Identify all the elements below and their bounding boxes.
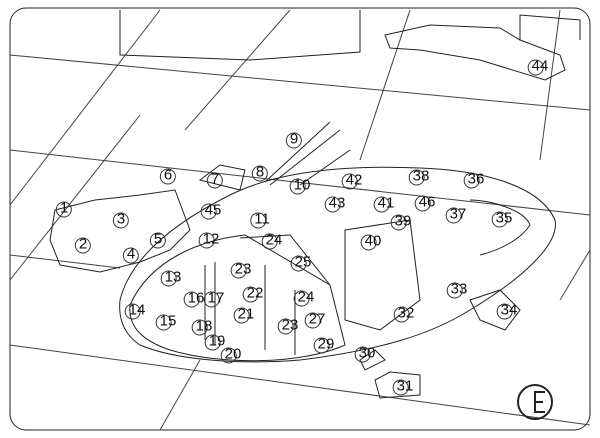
logo-letter: [534, 391, 545, 413]
frame-border: [9, 7, 591, 431]
rotor-antenna: [264, 121, 351, 186]
callout-41: 41: [373, 194, 395, 213]
callout-32: 32: [393, 304, 415, 323]
tail-section: [384, 24, 566, 81]
callout-8: 8: [251, 163, 269, 182]
callout-14: 14: [124, 301, 146, 320]
callout-34: 34: [496, 301, 518, 320]
callout-17: 17: [203, 289, 225, 308]
callout-16: 16: [183, 289, 205, 308]
callout-24-lower: 24: [293, 288, 315, 307]
callout-42: 42: [341, 171, 363, 190]
callout-35: 35: [491, 209, 513, 228]
callout-18: 18: [191, 317, 213, 336]
callout-31: 31: [392, 377, 414, 396]
callout-24: 24: [261, 231, 283, 250]
callout-23-lower: 23: [277, 316, 299, 335]
floor-grid: [9, 9, 591, 431]
callout-2: 2: [74, 235, 92, 254]
callout-13: 13: [160, 268, 182, 287]
callout-33: 33: [446, 280, 468, 299]
callout-29: 29: [313, 335, 335, 354]
callout-21: 21: [233, 305, 255, 324]
callout-40: 40: [360, 232, 382, 251]
callout-25: 25: [290, 253, 312, 272]
callout-19: 19: [204, 332, 226, 351]
callout-10: 10: [289, 176, 311, 195]
callout-39: 39: [390, 212, 412, 231]
callout-38: 38: [408, 167, 430, 186]
callout-45: 45: [200, 201, 222, 220]
callout-30: 30: [354, 344, 376, 363]
callout-43: 43: [324, 194, 346, 213]
callout-3: 3: [112, 210, 130, 229]
cockpit-cutaway: [129, 234, 346, 362]
floor-plate: [374, 371, 421, 399]
callout-23: 23: [230, 260, 252, 279]
callout-27: 27: [304, 310, 326, 329]
callout-5: 5: [149, 230, 167, 249]
overhead-box: [119, 10, 361, 61]
engine-cowling-parts: [49, 189, 191, 273]
callout-6: 6: [159, 166, 177, 185]
callout-9: 9: [285, 130, 303, 149]
callout-4: 4: [122, 245, 140, 264]
callout-22: 22: [242, 284, 264, 303]
callout-7: 7: [206, 170, 224, 189]
callout-12: 12: [198, 230, 220, 249]
callout-37: 37: [445, 205, 467, 224]
tail-rotor-part: [469, 289, 521, 331]
callout-44: 44: [527, 57, 549, 76]
callout-15: 15: [155, 312, 177, 331]
logo-mark: [517, 384, 553, 420]
callout-11: 11: [250, 210, 270, 229]
callout-46: 46: [414, 193, 436, 212]
callout-20: 20: [220, 345, 242, 364]
callout-36: 36: [463, 170, 485, 189]
callout-1: 1: [55, 199, 73, 218]
